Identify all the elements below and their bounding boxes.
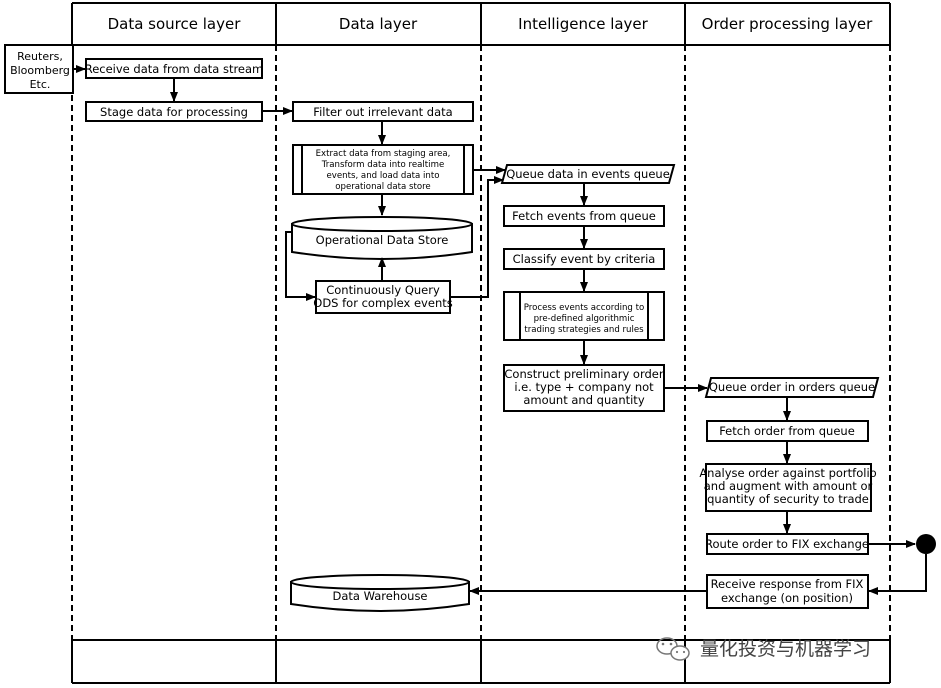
watermark-text: 量化投资与机器学习 <box>700 638 871 660</box>
arrow-ods-loop-to-query <box>285 231 316 301</box>
warehouse-label: Data Warehouse <box>332 589 427 603</box>
etl-line-4: operational data store <box>335 182 430 192</box>
construct-order-box: Construct preliminary order i.e. type + … <box>503 364 665 412</box>
analyse-line-1: Analyse order against portfolio <box>699 466 876 480</box>
query-line-1: Continuously Query <box>326 283 440 297</box>
classify-event-box: Classify event by criteria <box>503 248 665 270</box>
fetch-events-label: Fetch events from queue <box>512 209 656 223</box>
fetch-events-box: Fetch events from queue <box>503 205 665 227</box>
receive-data-box: Receive data from data stream <box>85 58 264 79</box>
fix-exchange-node <box>916 534 936 554</box>
data-warehouse-cylinder: Data Warehouse <box>290 574 470 612</box>
fetch-order-box: Fetch order from queue <box>706 420 869 442</box>
external-source-box: Reuters, Bloomberg Etc. <box>4 44 74 94</box>
events-queue-label: Queue data in events queue <box>506 167 670 181</box>
receive-response-box: Receive response from FIX exchange (on p… <box>706 574 869 609</box>
query-line-2: ODS for complex events <box>313 296 452 310</box>
orders-queue-label: Queue order in orders queue <box>709 380 875 394</box>
classify-event-label: Classify event by criteria <box>513 252 656 266</box>
orders-queue-box: Queue order in orders queue <box>704 377 880 398</box>
lane-title-data: Data layer <box>339 15 418 33</box>
construct-line-2: i.e. type + company not <box>514 380 654 394</box>
lane-title-order-processing: Order processing layer <box>702 15 873 33</box>
operational-data-store-cylinder: Operational Data Store <box>291 216 473 260</box>
fetch-order-label: Fetch order from queue <box>719 424 855 438</box>
analyse-line-3: quantity of security to trade <box>707 492 869 506</box>
etl-line-2: Transform data into realtime <box>321 160 444 170</box>
lane-title-data-source: Data source layer <box>108 15 242 33</box>
connectors <box>73 65 927 595</box>
process-line-2: pre-defined algorithmic <box>534 314 635 324</box>
etl-process-box: Extract data from staging area, Transfor… <box>292 144 474 195</box>
process-line-1: Process events according to <box>524 303 644 313</box>
source-line-1: Reuters, <box>17 50 63 63</box>
etl-line-3: events, and load data into <box>327 171 440 181</box>
receive-data-label: Receive data from data stream <box>85 62 264 76</box>
construct-line-1: Construct preliminary order <box>504 367 663 381</box>
arrow-fix-to-receive-response <box>868 554 927 595</box>
filter-data-label: Filter out irrelevant data <box>313 105 452 119</box>
stage-data-box: Stage data for processing <box>85 101 263 122</box>
stage-data-label: Stage data for processing <box>100 105 248 119</box>
wechat-icon <box>656 637 690 661</box>
lane-title-intelligence: Intelligence layer <box>518 15 649 33</box>
source-line-2: Bloomberg <box>10 64 70 77</box>
route-order-label: Route order to FIX exchange <box>705 537 869 551</box>
route-order-box: Route order to FIX exchange <box>705 533 869 555</box>
construct-line-3: amount and quantity <box>523 393 644 407</box>
receive-response-line-1: Receive response from FIX <box>711 577 864 591</box>
filter-data-box: Filter out irrelevant data <box>292 101 474 122</box>
arrow-query-to-events-queue <box>450 176 504 298</box>
etl-line-1: Extract data from staging area, <box>316 149 451 159</box>
events-queue-box: Queue data in events queue <box>500 164 676 184</box>
process-events-box: Process events according to pre-defined … <box>503 291 665 341</box>
analyse-order-box: Analyse order against portfolio and augm… <box>699 463 877 512</box>
continuous-query-box: Continuously Query ODS for complex event… <box>313 280 453 314</box>
watermark: 量化投资与机器学习 <box>656 637 871 661</box>
swimlane-frame <box>71 2 891 684</box>
analyse-line-2: and augment with amount or <box>704 479 873 493</box>
receive-response-line-2: exchange (on position) <box>721 591 853 605</box>
ods-label: Operational Data Store <box>316 233 449 247</box>
process-line-3: trading strategies and rules <box>524 325 644 335</box>
source-line-3: Etc. <box>30 78 51 91</box>
